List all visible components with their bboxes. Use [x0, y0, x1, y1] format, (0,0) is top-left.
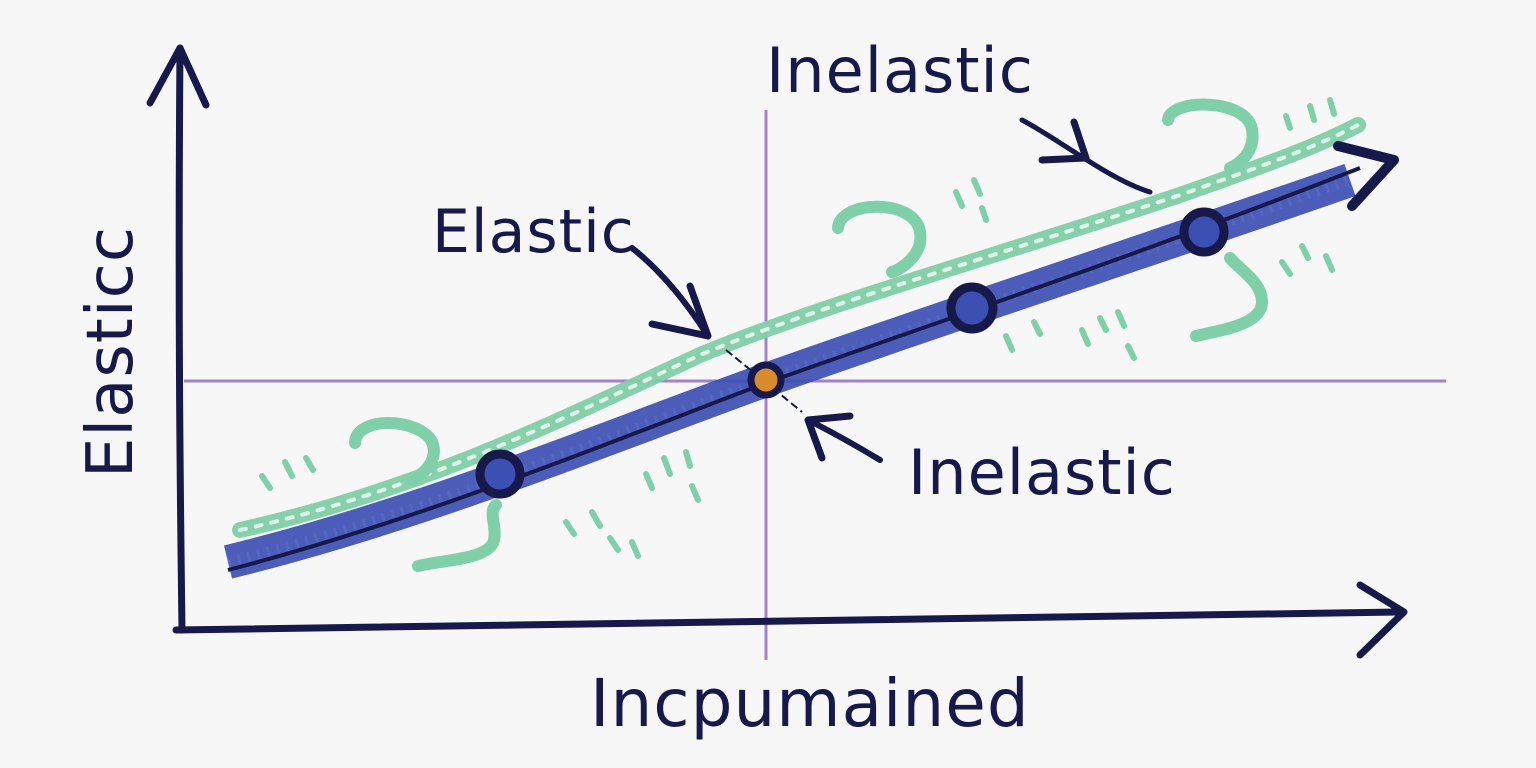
data-point	[946, 282, 998, 334]
y-axis-arrow-icon	[146, 44, 210, 109]
center-point	[747, 361, 785, 399]
data-point	[1179, 207, 1229, 257]
blue-band-arrow-icon	[1333, 141, 1399, 211]
green-hook-3	[1162, 98, 1259, 174]
green-hook-4	[412, 499, 502, 572]
green-hook-2	[832, 200, 927, 278]
upper-left-label: Elastic	[432, 197, 635, 267]
y-axis	[175, 44, 186, 634]
x-axis-label: Incpumained	[590, 665, 1030, 742]
y-axis-label: Elasticc	[74, 226, 148, 478]
green-tick-marks	[259, 97, 1337, 559]
data-point	[475, 449, 525, 499]
elastic-pointer-arrow	[629, 245, 712, 340]
green-hook-1	[349, 417, 440, 486]
lower-center-label: Inelastic	[908, 436, 1176, 509]
x-axis	[172, 608, 1406, 634]
top-right-label: Inelastic	[766, 34, 1034, 107]
green-hook-5	[1190, 252, 1269, 342]
green-curve	[232, 98, 1366, 572]
x-axis-arrow-icon	[1356, 581, 1408, 659]
inelastic-upper-pointer-arrow	[1019, 117, 1153, 195]
inelastic-lower-pointer-arrow	[804, 412, 883, 463]
